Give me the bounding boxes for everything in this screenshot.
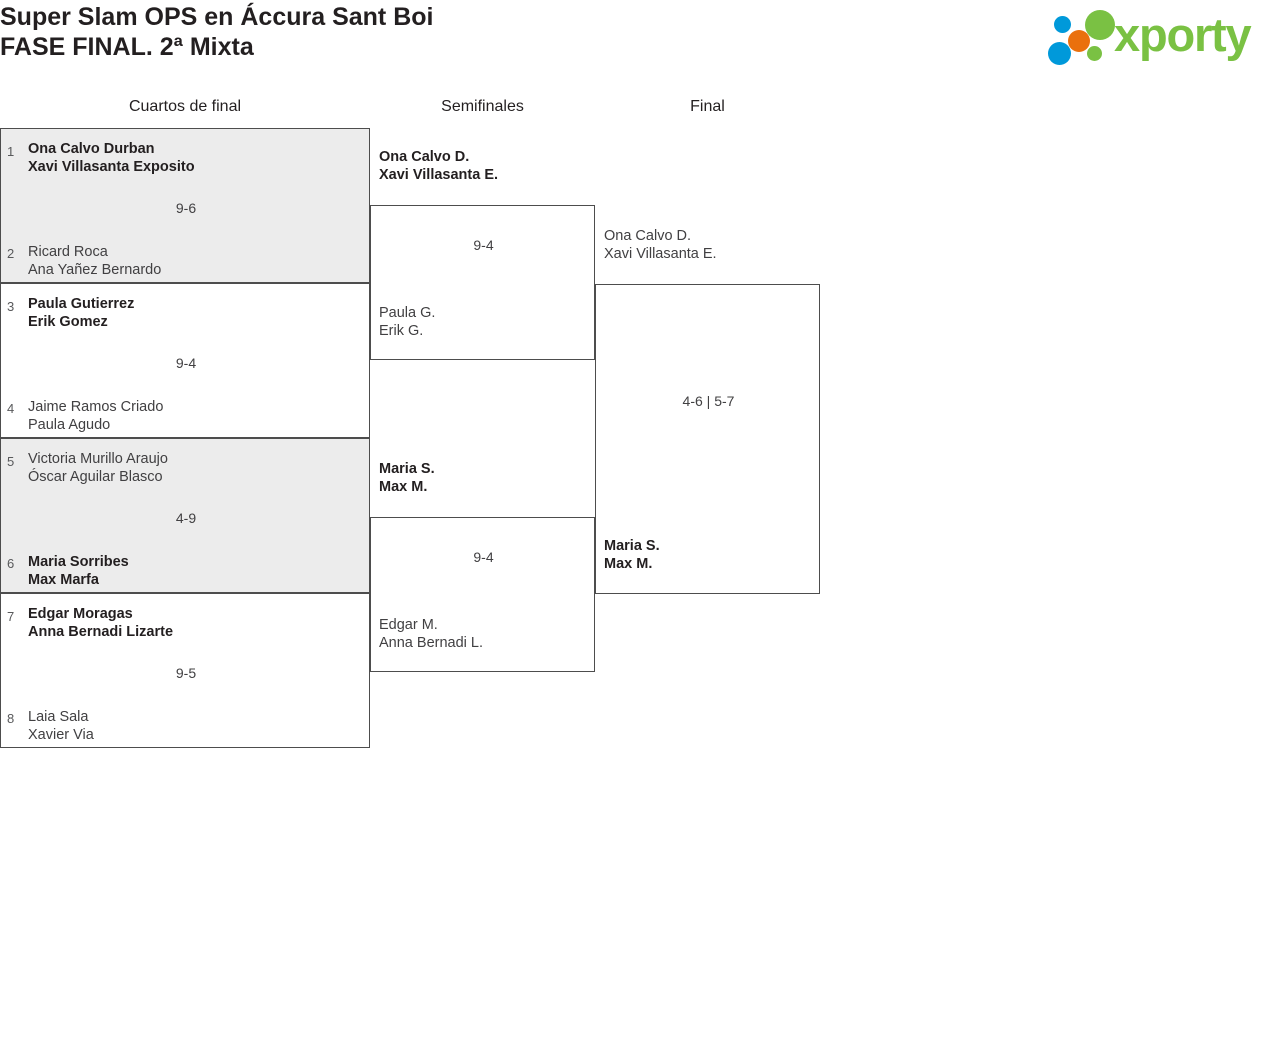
round-header-final: Final [690, 98, 725, 115]
team-bottom: Edgar M. Anna Bernadi L. [379, 617, 483, 651]
team-bottom: Laia Sala Xavier Via [28, 709, 94, 743]
match-semifinal-1[interactable]: Ona Calvo D. Xavi Villasanta E. 9-4 Paul… [370, 149, 595, 360]
seed-number: 3 [7, 299, 15, 314]
team-top: Maria S. Max M. [379, 461, 435, 495]
team-bottom: Paula G. Erik G. [379, 305, 436, 339]
team-top: Edgar Moragas Anna Bernadi Lizarte [28, 606, 174, 640]
logo-dot-blue-large-icon [1048, 42, 1071, 65]
match-score: 9-4 [473, 237, 494, 253]
team-top: Ona Calvo Durban Xavi Villasanta Exposit… [28, 141, 195, 175]
team-top: Ona Calvo D. Xavi Villasanta E. [379, 149, 499, 183]
match-score: 9-5 [175, 665, 197, 681]
logo-dots-icon [1048, 8, 1126, 65]
seed-number: 8 [7, 711, 15, 726]
logo-wordmark: xporty [1114, 8, 1252, 61]
match-semifinal-2[interactable]: Maria S. Max M. 9-4 Edgar M. Anna Bernad… [370, 461, 595, 672]
match-quarterfinal-2[interactable]: 3 Paula Gutierrez Erik Gomez 9-4 4 Jaime… [0, 283, 370, 438]
match-score: 9-4 [175, 355, 197, 371]
seed-number: 5 [7, 454, 15, 469]
team-bottom: Ricard Roca Ana Yañez Bernardo [28, 244, 162, 278]
seed-number: 1 [7, 144, 15, 159]
team-bottom: Jaime Ramos Criado Paula Agudo [28, 399, 164, 433]
team-top: Ona Calvo D. Xavi Villasanta E. [604, 228, 717, 262]
logo-dot-green-large-icon [1085, 10, 1115, 40]
match-quarterfinal-4[interactable]: 7 Edgar Moragas Anna Bernadi Lizarte 9-5… [0, 593, 370, 748]
match-score: 9-6 [175, 200, 197, 216]
logo-dot-green-small-icon [1087, 46, 1102, 61]
match-score: 4-6 | 5-7 [682, 393, 735, 409]
team-top: Victoria Murillo Araujo Óscar Aguilar Bl… [28, 451, 168, 485]
logo-dot-orange-icon [1068, 30, 1090, 52]
seed-number: 2 [7, 246, 15, 261]
match-score: 9-4 [473, 549, 494, 565]
match-score: 4-9 [175, 510, 197, 526]
seed-number: 7 [7, 609, 15, 624]
team-bottom: Maria Sorribes Max Marfa [28, 554, 129, 588]
xporty-logo[interactable]: xporty [1048, 4, 1276, 66]
match-final[interactable]: Ona Calvo D. Xavi Villasanta E. 4-6 | 5-… [595, 228, 820, 594]
seed-number: 6 [7, 556, 15, 571]
team-bottom: Maria S. Max M. [604, 538, 660, 572]
round-header-semifinals: Semifinales [441, 98, 524, 115]
seed-number: 4 [7, 401, 15, 416]
logo-dot-blue-small-icon [1054, 16, 1071, 33]
match-quarterfinal-3[interactable]: 5 Victoria Murillo Araujo Óscar Aguilar … [0, 438, 370, 593]
round-header-quarterfinals: Cuartos de final [128, 98, 242, 115]
team-top: Paula Gutierrez Erik Gomez [28, 296, 135, 330]
match-quarterfinal-1[interactable]: 1 Ona Calvo Durban Xavi Villasanta Expos… [0, 128, 370, 283]
page-title: Super Slam OPS en Áccura Sant Boi FASE F… [0, 3, 434, 61]
